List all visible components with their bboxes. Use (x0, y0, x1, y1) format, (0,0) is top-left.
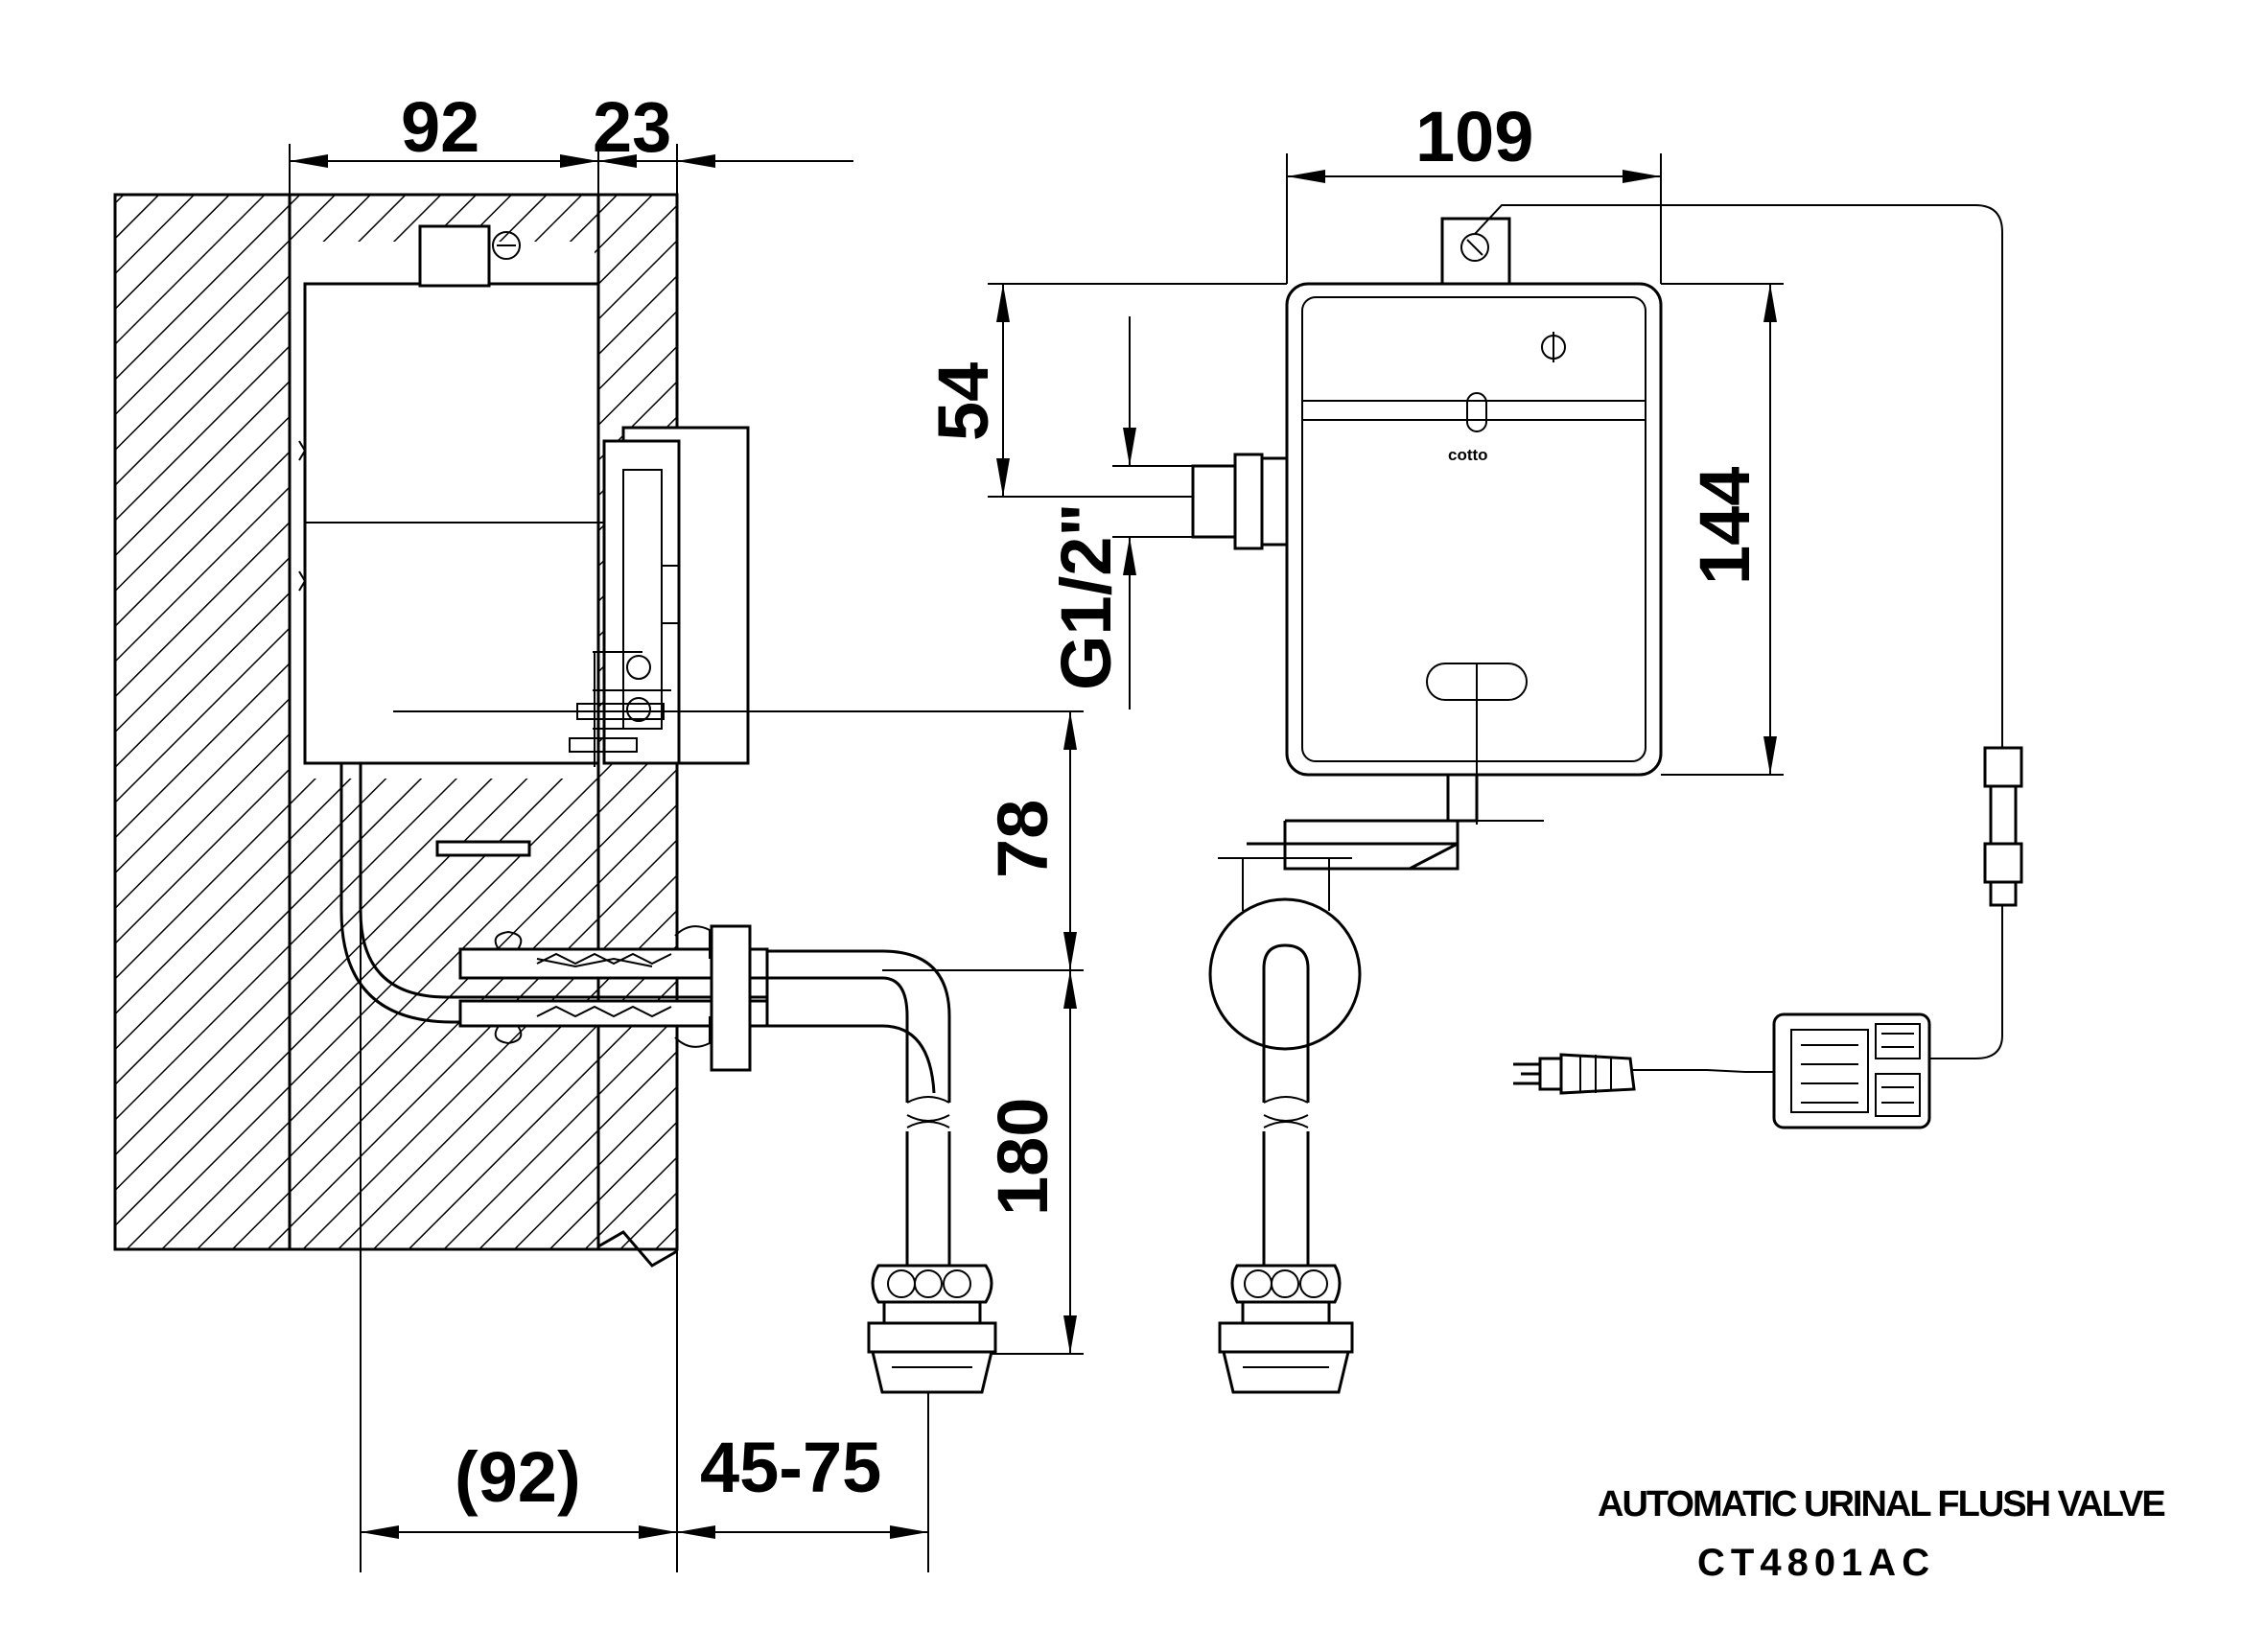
dim-109: 109 (1415, 97, 1533, 176)
dim-23: 23 (593, 87, 671, 167)
dim-45-75: 45-75 (700, 1428, 881, 1507)
brand-label: cotto (1448, 446, 1488, 464)
dim-144: 144 (1685, 467, 1764, 585)
dim-92-top: 92 (401, 87, 479, 167)
power-cable (1474, 204, 2003, 748)
dim-54: 54 (923, 362, 1003, 441)
power-adapter (1772, 1012, 1931, 1129)
dim-92-bottom: (92) (455, 1437, 581, 1517)
outlet-spud (867, 1264, 997, 1394)
valve-box (1285, 282, 1663, 777)
inlet-connection (1191, 464, 1237, 539)
model-number: CT4801AC (1697, 1542, 1936, 1584)
product-title: AUTOMATIC URINAL FLUSH VALVE (1598, 1484, 2166, 1524)
front-outlet-view (1208, 819, 1459, 1394)
dim-g12: G1/2" (1046, 502, 1126, 690)
dim-180: 180 (983, 1098, 1062, 1216)
dim-78: 78 (983, 800, 1062, 878)
side-section-view (113, 193, 997, 1572)
screw-icon (492, 231, 521, 260)
inlet-pipe-outer (339, 763, 767, 1024)
outlet-spud-front (1218, 1264, 1354, 1394)
dimensions: 92 23 109 54 G1/2" 144 78 180 ( (289, 87, 1784, 1539)
outlet-pipe-upper (767, 949, 951, 1103)
front-view: cotto (1183, 204, 2023, 1129)
escutcheon (1208, 897, 1362, 1051)
cable-connector (1983, 746, 2023, 907)
power-plug-icon (1513, 1053, 1636, 1095)
